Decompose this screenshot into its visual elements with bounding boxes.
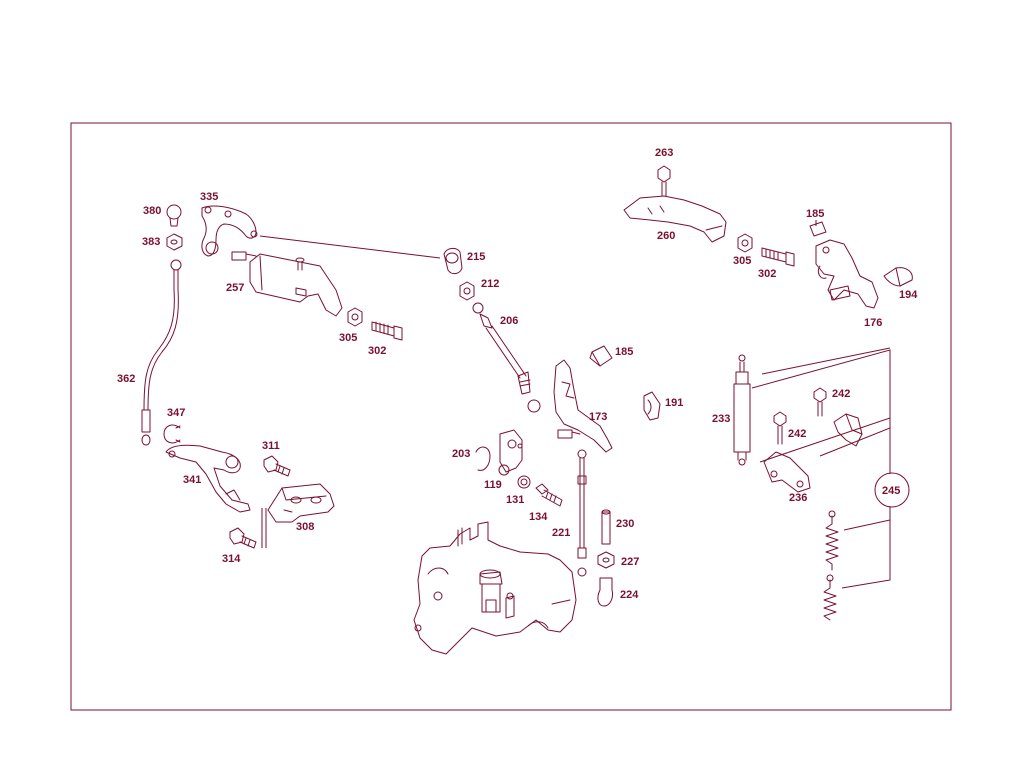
part-242-bolt-upper (813, 387, 827, 417)
part-230-sleeve (601, 509, 611, 545)
part-134-bolt (535, 483, 563, 507)
label-314: 314 (222, 553, 241, 565)
part-380-ball-head (166, 204, 182, 227)
label-194: 194 (899, 289, 918, 301)
group-leader-lines (751, 349, 891, 589)
callout-circle-245 (874, 472, 910, 508)
label-212: 212 (481, 278, 499, 290)
part-362-rod (141, 259, 182, 446)
part-302-screw-left (371, 321, 403, 341)
part-131-washer (517, 475, 531, 489)
part-308-bracket (267, 483, 335, 523)
part-185-block-center (589, 345, 613, 367)
label-233: 233 (712, 413, 730, 425)
label-311: 311 (262, 440, 280, 452)
label-215: 215 (467, 251, 485, 263)
part-233-damper (733, 354, 751, 466)
part-drawings (141, 165, 913, 655)
part-305-nut-right (737, 233, 753, 253)
label-206: 206 (500, 315, 518, 327)
label-302-right: 302 (758, 268, 776, 280)
part-224-ball-joint (597, 577, 613, 607)
label-203: 203 (452, 448, 470, 460)
leader-233 (761, 347, 891, 375)
part-206-rod (472, 302, 541, 413)
part-260-bracket (623, 195, 727, 243)
part-314-bolt (229, 527, 257, 549)
part-341-lever (165, 444, 251, 513)
label-221: 221 (552, 527, 570, 539)
part-302-screw-right (761, 247, 795, 267)
part-185-block-right (809, 221, 827, 237)
part-203-spring-clip (475, 446, 491, 471)
label-362: 362 (117, 373, 135, 385)
part-347-circlip (163, 424, 181, 444)
label-257: 257 (226, 282, 244, 294)
part-194-clip (883, 267, 913, 287)
part-311-bolt (263, 455, 291, 477)
label-308: 308 (296, 521, 314, 533)
label-263: 263 (655, 147, 673, 159)
part-257-bracket (231, 251, 343, 317)
label-302-left: 302 (368, 345, 386, 357)
part-305-nut-left (347, 307, 363, 327)
part-242-bolt-lower (773, 411, 787, 445)
label-224: 224 (620, 589, 639, 601)
part-236-bracket (763, 451, 811, 493)
label-335: 335 (200, 191, 218, 203)
label-134: 134 (529, 511, 548, 523)
label-191: 191 (665, 397, 683, 409)
part-212-nut (459, 281, 475, 301)
label-260: 260 (657, 230, 675, 242)
part-173-lever (553, 359, 613, 453)
label-173: 173 (589, 411, 607, 423)
part-383-nut (166, 233, 183, 251)
label-176: 176 (864, 317, 882, 329)
label-245: 245 (882, 485, 900, 497)
part-119-lever (498, 429, 523, 476)
label-380: 380 (143, 205, 161, 217)
label-119: 119 (484, 479, 502, 491)
label-305-right: 305 (733, 255, 751, 267)
label-383: 383 (142, 236, 160, 248)
label-185-right: 185 (806, 208, 824, 220)
part-191-clip (643, 391, 661, 421)
part-263-bolt (657, 165, 671, 197)
injection-pump-housing (413, 521, 577, 655)
part-227-nut (597, 551, 615, 569)
label-341: 341 (183, 474, 201, 486)
label-242-upper: 242 (832, 388, 850, 400)
part-215-ball-socket (443, 247, 463, 275)
part-221-rod (577, 449, 587, 577)
label-242-lower: 242 (788, 428, 806, 440)
label-185-center: 185 (615, 346, 633, 358)
part-176-lever (815, 239, 879, 309)
linkage-line-335-215 (259, 235, 441, 259)
part-245-springs (823, 510, 839, 621)
label-230: 230 (616, 518, 634, 530)
part-335-lever (201, 205, 258, 257)
part-labels: 380 335 383 257 305 302 362 347 311 341 … (117, 147, 918, 601)
label-347: 347 (167, 407, 185, 419)
label-131: 131 (506, 494, 524, 506)
label-227: 227 (621, 556, 639, 568)
label-305-left: 305 (339, 332, 357, 344)
leader-341-308 (261, 508, 267, 548)
label-236: 236 (789, 492, 807, 504)
diagram-frame (70, 122, 952, 711)
